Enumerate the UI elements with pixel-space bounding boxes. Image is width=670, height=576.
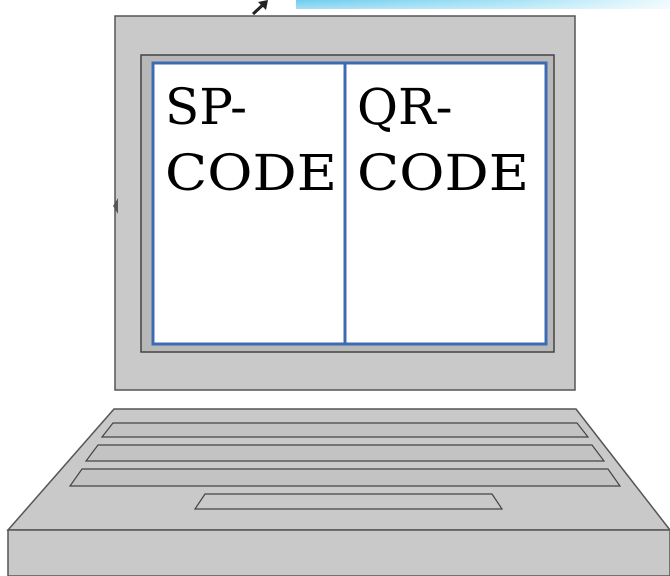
touchpad: [195, 494, 502, 509]
right-panel-line1: QR-: [357, 78, 453, 136]
key-row-1: [102, 423, 588, 437]
left-panel-line1: SP-: [165, 78, 247, 136]
key-row-2: [86, 445, 604, 461]
arrow-up-right-icon: [253, 0, 268, 14]
right-panel-line2: CODE: [357, 144, 529, 202]
base-front: [8, 530, 670, 576]
top-banner: [296, 0, 670, 9]
laptop-base: [8, 409, 670, 576]
key-row-3: [70, 469, 620, 486]
left-panel-line2: CODE: [165, 144, 337, 202]
screen: SP- CODE QR- CODE: [153, 63, 546, 344]
